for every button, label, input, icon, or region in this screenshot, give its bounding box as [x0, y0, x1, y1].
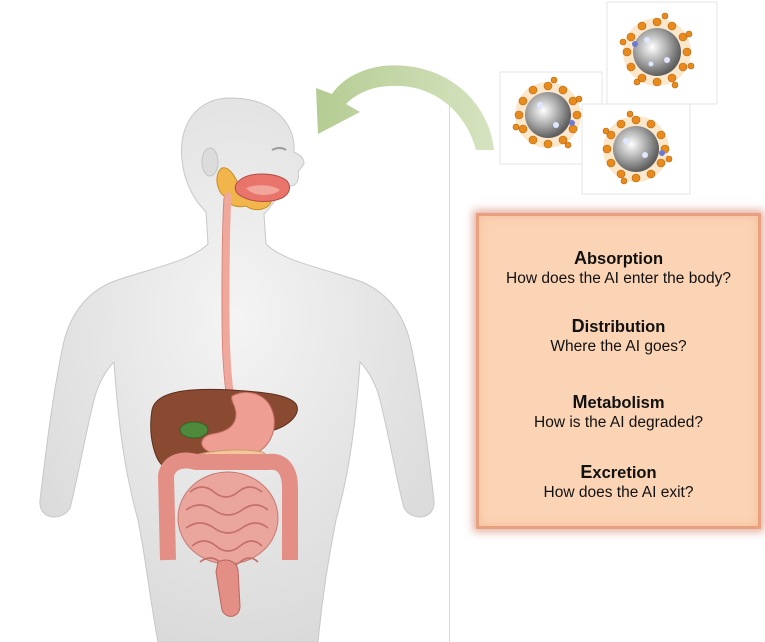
nanoparticle-tile-top	[607, 2, 717, 104]
adme-box: Absorption How does the AI enter the bod…	[476, 213, 761, 529]
distribution-initial: D	[572, 316, 585, 336]
excretion-question: How does the AI exit?	[479, 483, 758, 503]
absorption-title-rest: bsorption	[587, 250, 663, 268]
absorption-initial: A	[574, 248, 587, 268]
nanoparticle-tile-bottom	[582, 104, 690, 194]
excretion-initial: E	[580, 462, 592, 482]
stage-absorption: Absorption How does the AI enter the bod…	[479, 248, 758, 289]
distribution-question: Where the AI goes?	[479, 337, 758, 357]
metabolism-title-rest: etabolism	[587, 394, 664, 412]
stage-metabolism: Metabolism How is the AI degraded?	[479, 392, 758, 433]
distribution-title: Distribution	[479, 316, 758, 337]
stage-distribution: Distribution Where the AI goes?	[479, 316, 758, 357]
arrow-body	[316, 65, 494, 150]
absorption-title: Absorption	[479, 248, 758, 269]
nanoparticle-tiles	[500, 2, 717, 194]
esophagus	[226, 196, 230, 392]
gallbladder	[180, 422, 208, 438]
metabolism-initial: M	[572, 392, 587, 412]
human-body-digestive-system-icon	[40, 98, 434, 642]
metabolism-title: Metabolism	[479, 392, 758, 413]
panel-divider	[449, 92, 450, 642]
curved-arrow-icon	[316, 65, 494, 150]
ear	[202, 148, 218, 176]
stage-excretion: Excretion How does the AI exit?	[479, 462, 758, 503]
absorption-question: How does the AI enter the body?	[459, 269, 765, 289]
excretion-title-rest: xcretion	[592, 464, 656, 482]
metabolism-question: How is the AI degraded?	[479, 413, 758, 433]
distribution-title-rest: istribution	[585, 318, 666, 336]
excretion-title: Excretion	[479, 462, 758, 483]
